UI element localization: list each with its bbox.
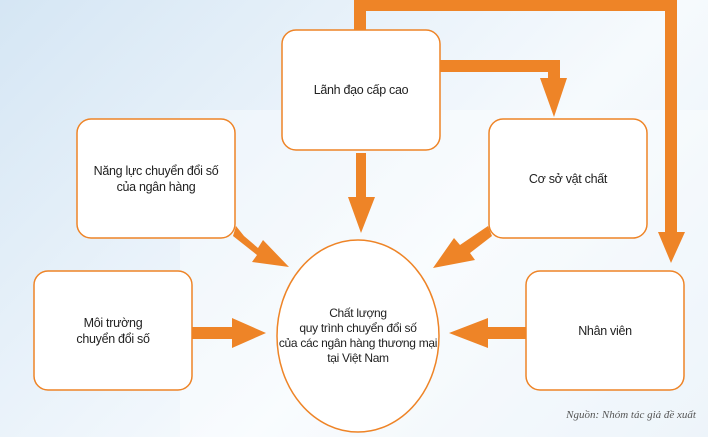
box-environment — [33, 270, 193, 391]
node-infrastructure: Cơ sở vật chất — [489, 119, 647, 238]
box-staff — [525, 270, 685, 391]
node-leadership-label: Lãnh đạo cấp cao — [313, 83, 409, 97]
node-infrastructure-label: Cơ sở vật chất — [528, 171, 608, 186]
node-center: Chất lượng quy trình chuyển đổi số của c… — [277, 240, 439, 432]
source-note: Nguồn: Nhóm tác giả đề xuất — [566, 409, 696, 421]
center-ellipse — [276, 239, 440, 433]
node-center-line1: Chất lượng — [329, 306, 387, 320]
node-center-line2: quy trình chuyển đổi số — [299, 321, 417, 335]
node-center-line3: của các ngân hàng thương mại — [278, 336, 438, 350]
arrow-environment-to-center — [192, 318, 266, 348]
node-environment-line2: chuyển đổi số — [76, 331, 150, 346]
box-infrastructure — [488, 118, 648, 239]
node-capability-line1: Năng lực chuyển đổi số — [93, 163, 219, 178]
node-environment-line1: Môi trường — [83, 315, 143, 330]
node-capability-line2: của ngân hàng — [116, 179, 196, 194]
arrow-leadership-to-center — [348, 153, 375, 233]
node-center-line4: tại Việt Nam — [327, 351, 389, 365]
box-capability — [76, 118, 236, 239]
node-environment: Môi trường chuyển đổi số — [34, 271, 192, 390]
arrow-capability-to-center — [233, 226, 289, 267]
arrow-leadership-to-infrastructure — [440, 60, 567, 117]
node-capability: Năng lực chuyển đổi số của ngân hàng — [77, 119, 235, 238]
node-leadership: Lãnh đạo cấp cao — [282, 30, 440, 150]
arrow-infrastructure-to-center — [433, 226, 492, 268]
node-staff-label: Nhân viên — [578, 323, 632, 338]
arrow-staff-to-center — [449, 318, 526, 348]
box-leadership — [281, 29, 441, 151]
node-staff: Nhân viên — [526, 271, 684, 390]
